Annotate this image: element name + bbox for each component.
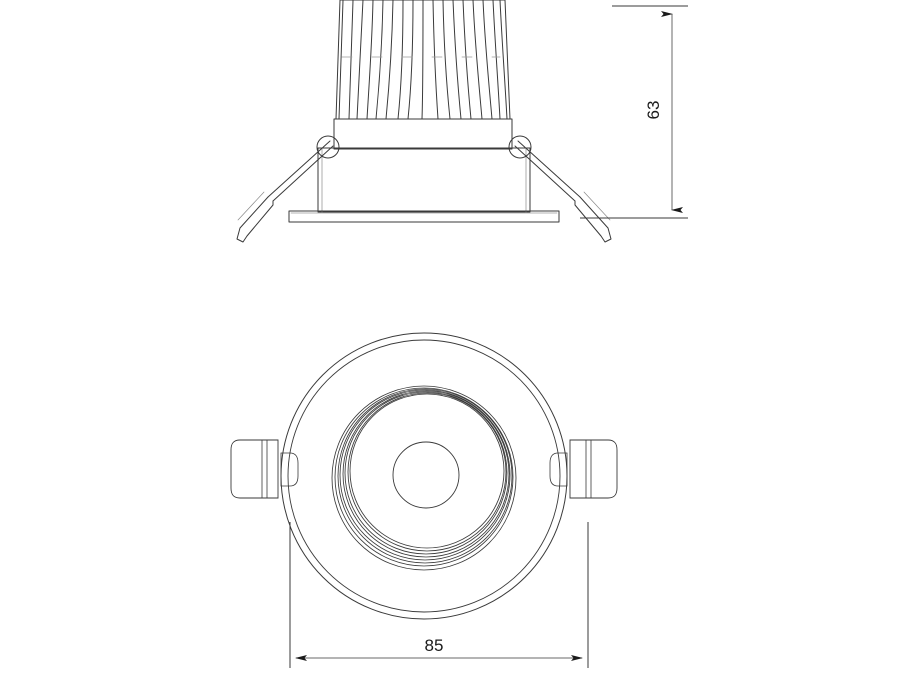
bottom-plan-view bbox=[230, 332, 618, 620]
mounting-flange bbox=[288, 210, 560, 223]
spring-clip-left-plan bbox=[230, 439, 299, 499]
height-dimension: 63 bbox=[580, 5, 688, 219]
lamp-body bbox=[317, 147, 531, 213]
reflector-rings bbox=[331, 385, 517, 571]
diameter-dimension-label: 85 bbox=[425, 636, 444, 655]
driver-housing bbox=[333, 118, 513, 150]
spring-clip-right-plan bbox=[549, 439, 618, 499]
spring-clip-right bbox=[508, 135, 612, 243]
diameter-dimension: 85 bbox=[289, 522, 589, 668]
height-dimension-label: 63 bbox=[644, 101, 663, 120]
inner-rim-circle bbox=[287, 339, 561, 613]
spring-clip-left bbox=[236, 135, 340, 243]
heat-sink-fins bbox=[335, 0, 511, 120]
outer-rim-circle bbox=[280, 332, 568, 620]
led-center-circle bbox=[392, 441, 460, 509]
side-elevation-view bbox=[236, 0, 612, 243]
